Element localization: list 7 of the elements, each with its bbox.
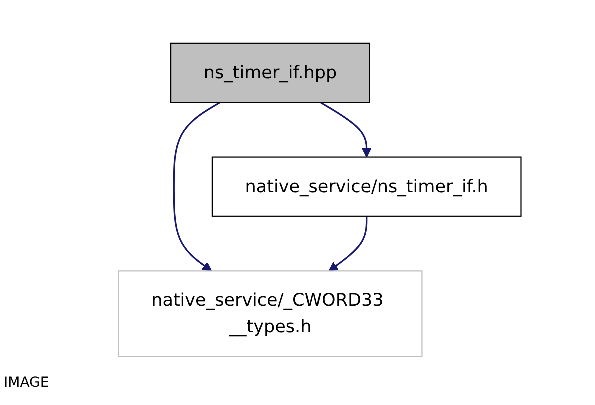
node-box: ns_timer_if.hpp	[170, 42, 370, 104]
arrow	[173, 102, 221, 272]
node-box: native_service/_CWORD33 __types.h	[118, 270, 423, 358]
image-label: IMAGE	[4, 375, 50, 391]
arrow	[328, 216, 368, 272]
arrow	[320, 102, 372, 158]
node-box: native_service/ns_timer_if.h	[212, 156, 522, 217]
